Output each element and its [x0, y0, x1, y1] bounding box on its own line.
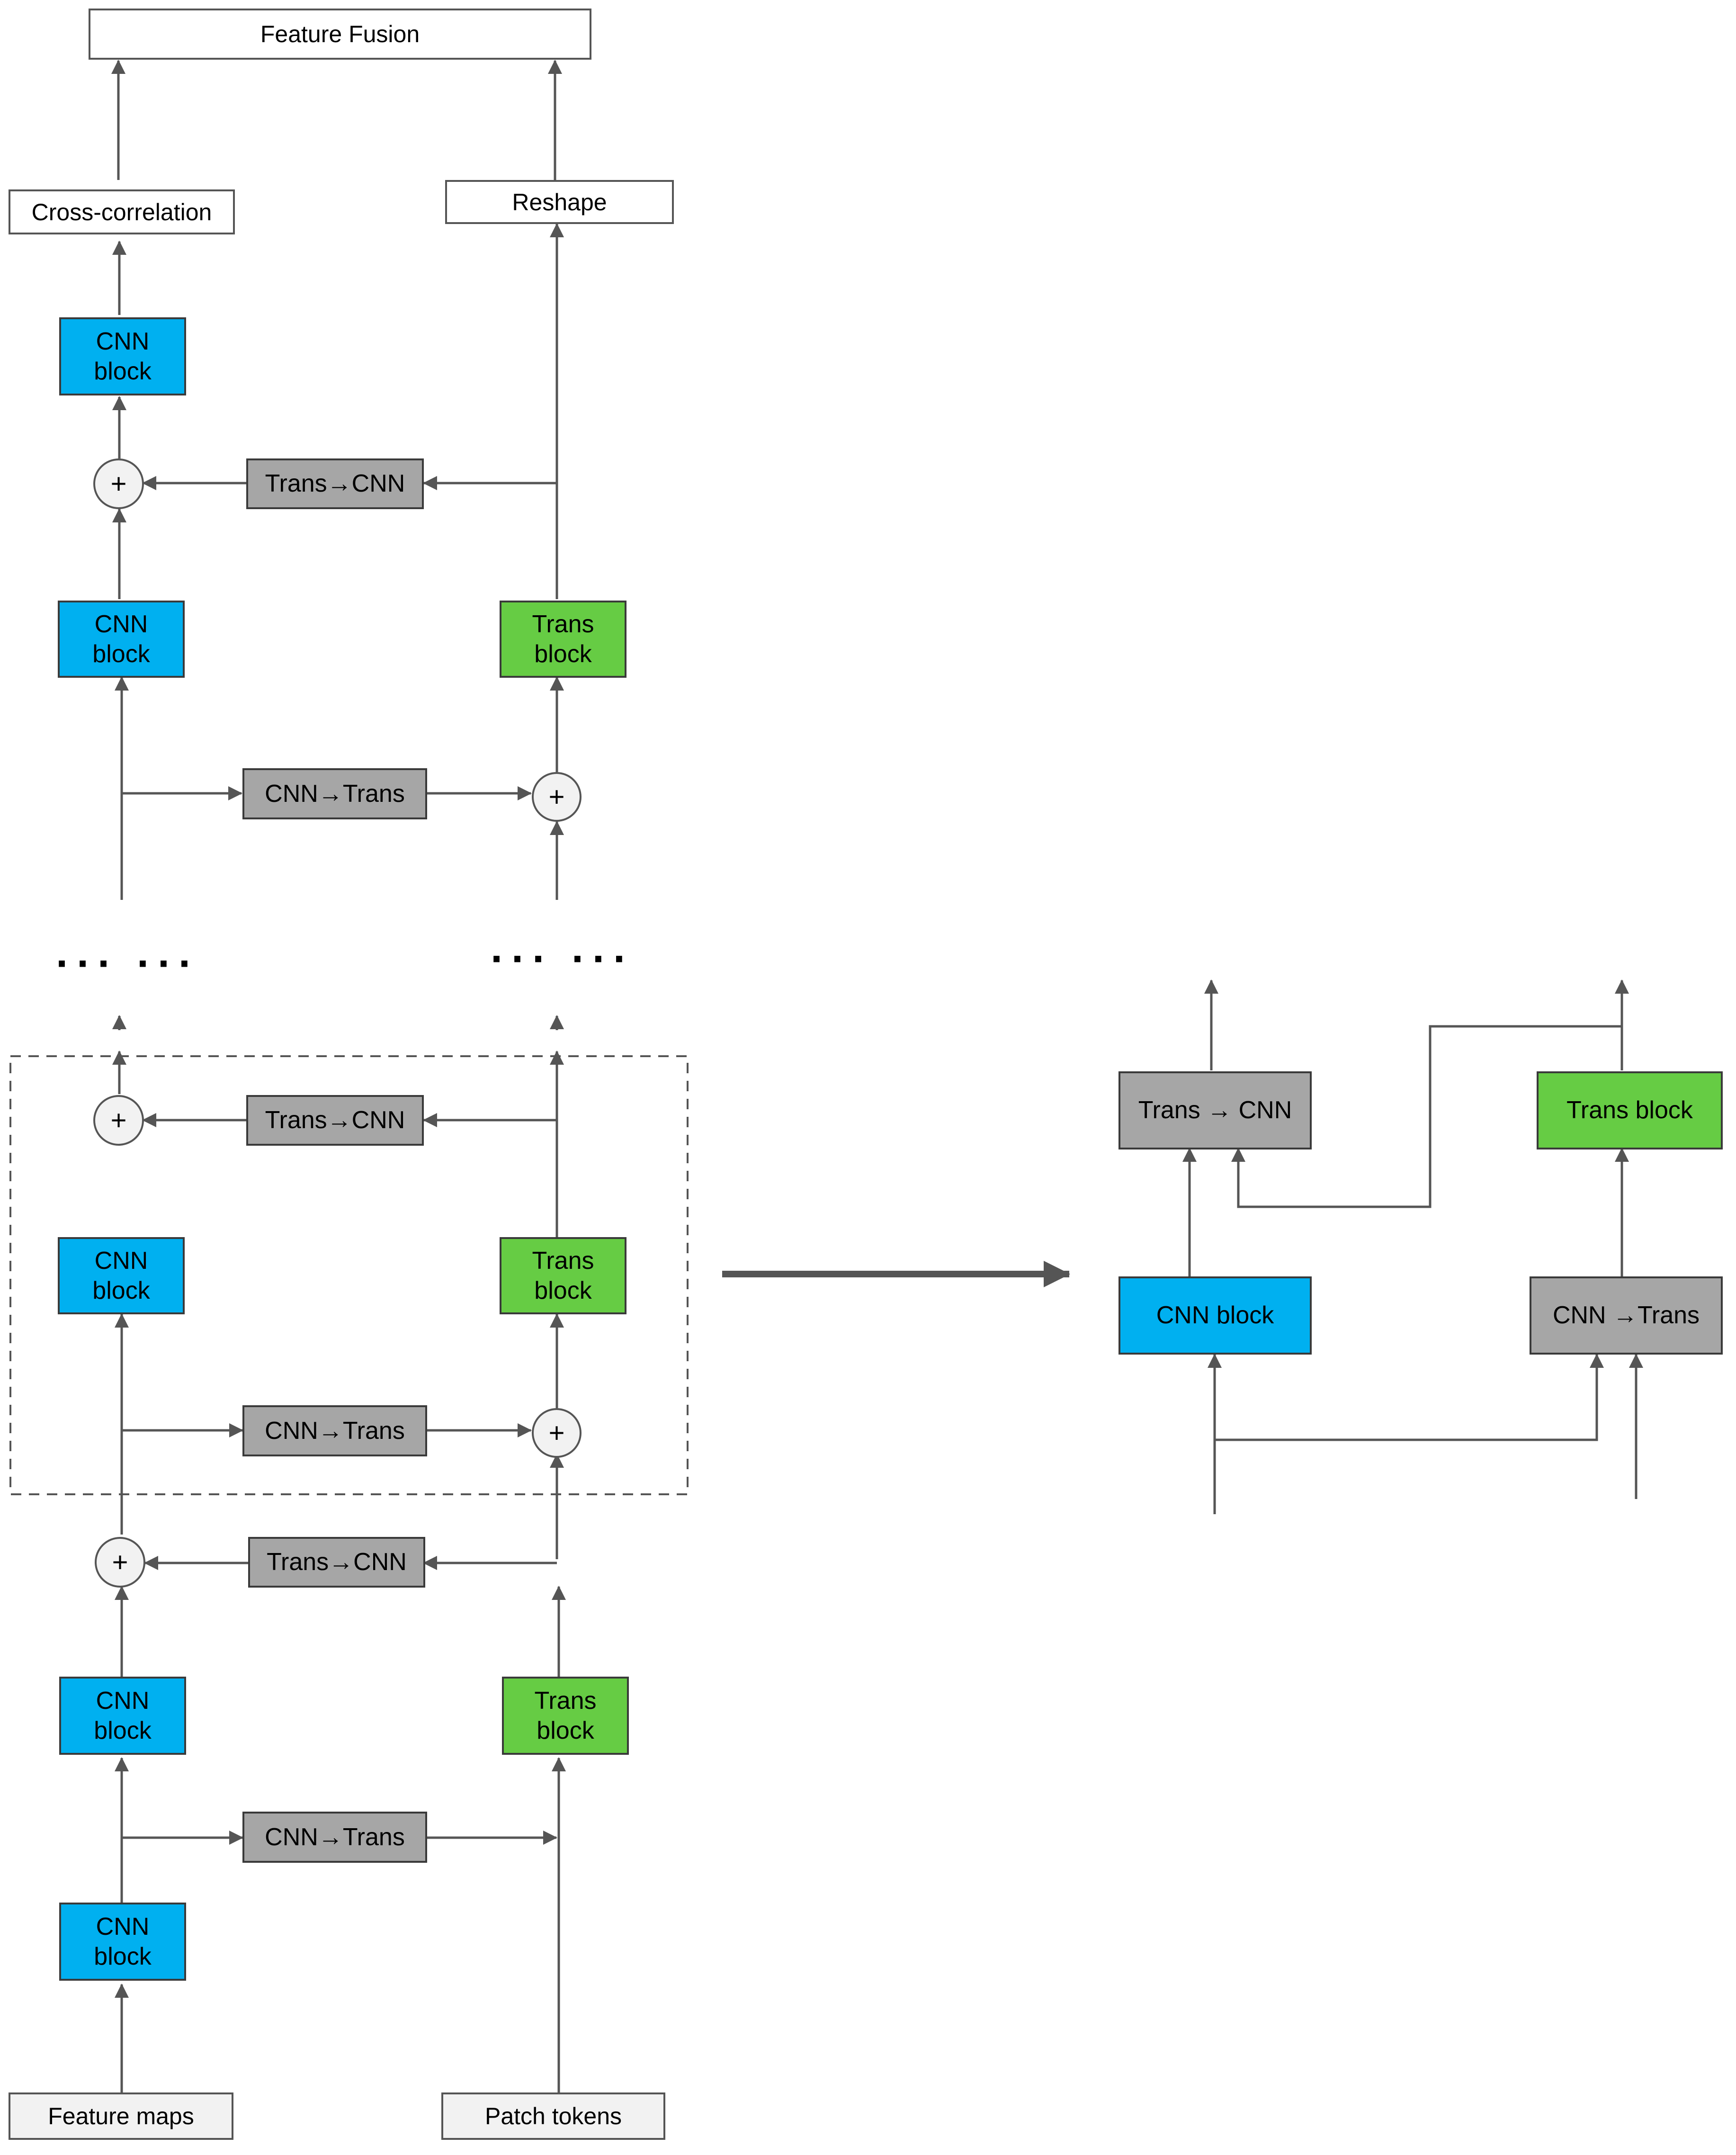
add-node: +: [93, 458, 144, 509]
cnn-block: CNN block: [59, 1903, 186, 1981]
detail-cnn-to-trans-block: CNN →Trans: [1530, 1276, 1723, 1355]
trans-block: Trans block: [502, 1677, 629, 1755]
reshape-box: Reshape: [445, 180, 674, 224]
add-node: +: [93, 1095, 144, 1146]
cnn-block: CNN block: [58, 1237, 185, 1314]
add-node: +: [532, 772, 582, 822]
detail-trans-block: Trans block: [1537, 1071, 1723, 1149]
cnn-block: CNN block: [59, 1677, 186, 1755]
detail-trans-to-cnn-block: Trans → CNN: [1119, 1071, 1312, 1149]
feature-fusion-box: Feature Fusion: [89, 9, 591, 60]
trans-to-cnn-block: Trans→CNN: [248, 1537, 425, 1588]
arrow: [1231, 1025, 1622, 1208]
cnn-to-trans-block: CNN→Trans: [242, 1812, 427, 1863]
ellipsis-right: ··· ···: [491, 935, 634, 983]
arrow: [1215, 1354, 1604, 1441]
trans-block: Trans block: [500, 601, 626, 678]
detail-cnn-block: CNN block: [1119, 1276, 1312, 1355]
trans-block: Trans block: [500, 1237, 626, 1314]
feature-maps-input: Feature maps: [9, 2092, 233, 2140]
cnn-block: CNN block: [59, 317, 186, 395]
add-node: +: [95, 1537, 145, 1588]
cnn-to-trans-block: CNN→Trans: [242, 768, 427, 819]
cnn-block: CNN block: [58, 601, 185, 678]
trans-to-cnn-block: Trans→CNN: [246, 458, 424, 509]
cnn-to-trans-block: CNN→Trans: [242, 1405, 427, 1456]
trans-to-cnn-block: Trans→CNN: [246, 1095, 424, 1146]
ellipsis-left: ··· ···: [56, 940, 199, 988]
cross-correlation-box: Cross-correlation: [9, 189, 235, 234]
add-node: +: [532, 1408, 582, 1458]
patch-tokens-input: Patch tokens: [441, 2092, 665, 2140]
